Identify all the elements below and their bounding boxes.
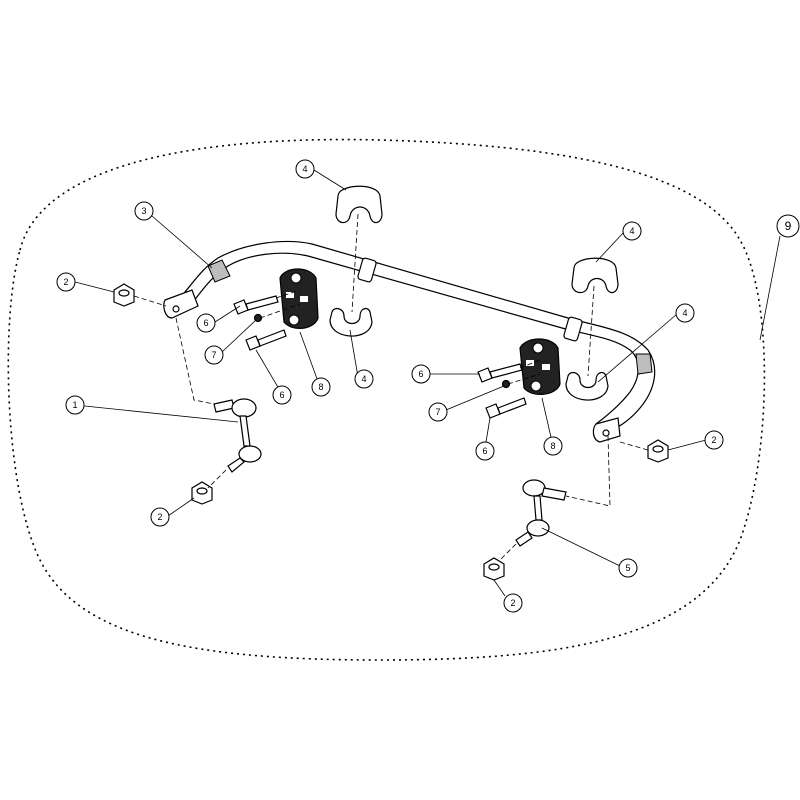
leader-line (667, 439, 707, 451)
assembly-line (207, 469, 227, 489)
callout-7-left: 7 (204, 345, 224, 365)
assembly-line (499, 543, 517, 561)
bolt-right-upper (477, 363, 523, 383)
callout-4-lower-right: 4 (675, 303, 695, 323)
svg-text:1: 1 (72, 400, 77, 410)
svg-text:2: 2 (157, 512, 162, 522)
svg-text:9: 9 (785, 219, 792, 233)
nut-link-right (483, 557, 505, 581)
bolt-left-lower (245, 329, 287, 351)
svg-text:8: 8 (318, 382, 323, 392)
callout-5: 5 (618, 558, 638, 578)
svg-text:7: 7 (435, 407, 440, 417)
callout-8-right: 8 (543, 436, 563, 456)
assembly-line (619, 441, 649, 451)
callout-4-upper-left: 4 (295, 159, 315, 179)
leader-line (74, 281, 115, 293)
bushing-lower-left (329, 307, 373, 337)
bushing-upper-right (571, 257, 619, 294)
bolt-left-upper (233, 295, 279, 315)
assembly-line (519, 359, 541, 369)
leader-line (759, 235, 781, 341)
svg-text:4: 4 (361, 374, 366, 384)
callout-6-right-lower: 6 (475, 441, 495, 461)
assembly-line (133, 295, 167, 307)
leader-line (299, 331, 321, 388)
bushing-upper-left (335, 185, 383, 224)
bushing-bracket-left (279, 268, 319, 329)
svg-text:4: 4 (302, 164, 307, 174)
bolt-right-lower (485, 397, 527, 419)
leader-line (493, 579, 506, 597)
callout-2-nut-link-right: 2 (503, 593, 523, 613)
svg-text:6: 6 (279, 390, 284, 400)
leader-line (313, 169, 347, 191)
washer-left (253, 313, 263, 323)
leader-line (167, 497, 195, 517)
stabilizer-link-right (515, 479, 567, 547)
assembly-line (259, 303, 301, 319)
svg-text:7: 7 (211, 350, 216, 360)
leader-line (214, 305, 241, 323)
nut-bar-left (113, 283, 135, 307)
callout-1: 1 (65, 395, 85, 415)
svg-text:3: 3 (141, 206, 146, 216)
callout-6-right-upper: 6 (411, 364, 431, 384)
callout-2-nut-bar-left: 2 (56, 272, 76, 292)
svg-text:4: 4 (629, 226, 634, 236)
washer-right (501, 379, 511, 389)
leader-line (541, 527, 621, 567)
callout-3: 3 (134, 201, 154, 221)
callout-8-left: 8 (311, 377, 331, 397)
svg-text:8: 8 (550, 441, 555, 451)
leader-line (595, 231, 625, 263)
leader-line (74, 404, 239, 423)
assembly-line (587, 285, 595, 377)
leader-line (151, 215, 213, 269)
nut-link-left (191, 481, 213, 505)
svg-text:2: 2 (510, 598, 515, 608)
assembly-line (351, 213, 359, 313)
assembly-line (565, 435, 611, 507)
callout-4-upper-right: 4 (622, 221, 642, 241)
svg-text:6: 6 (203, 318, 208, 328)
leader-line (597, 313, 678, 383)
stabilizer-bar (163, 240, 656, 443)
callout-4-lower-left: 4 (354, 369, 374, 389)
svg-text:5: 5 (625, 563, 630, 573)
bushing-lower-right (565, 371, 609, 401)
assembly-line (507, 373, 541, 385)
callout-7-right: 7 (428, 402, 448, 422)
leader-line (221, 319, 257, 353)
stabilizer-link-left (213, 398, 262, 473)
nut-bar-right (647, 439, 669, 463)
callout-2-nut-bar-right: 2 (704, 430, 724, 450)
callout-2-nut-link-left: 2 (150, 507, 170, 527)
svg-text:2: 2 (711, 435, 716, 445)
assembly-line (175, 317, 215, 405)
leader-line (349, 329, 359, 378)
svg-text:4: 4 (682, 308, 687, 318)
callout-9: 9 (776, 214, 800, 238)
svg-text:6: 6 (418, 369, 423, 379)
svg-text:6: 6 (482, 446, 487, 456)
assembly-boundary (7, 138, 766, 661)
bushing-bracket-right (519, 338, 561, 395)
assembly-line (275, 289, 301, 299)
svg-text:2: 2 (63, 277, 68, 287)
leader-line (445, 385, 505, 411)
callout-6-left-lower: 6 (272, 385, 292, 405)
callout-6-left-upper: 6 (196, 313, 216, 333)
